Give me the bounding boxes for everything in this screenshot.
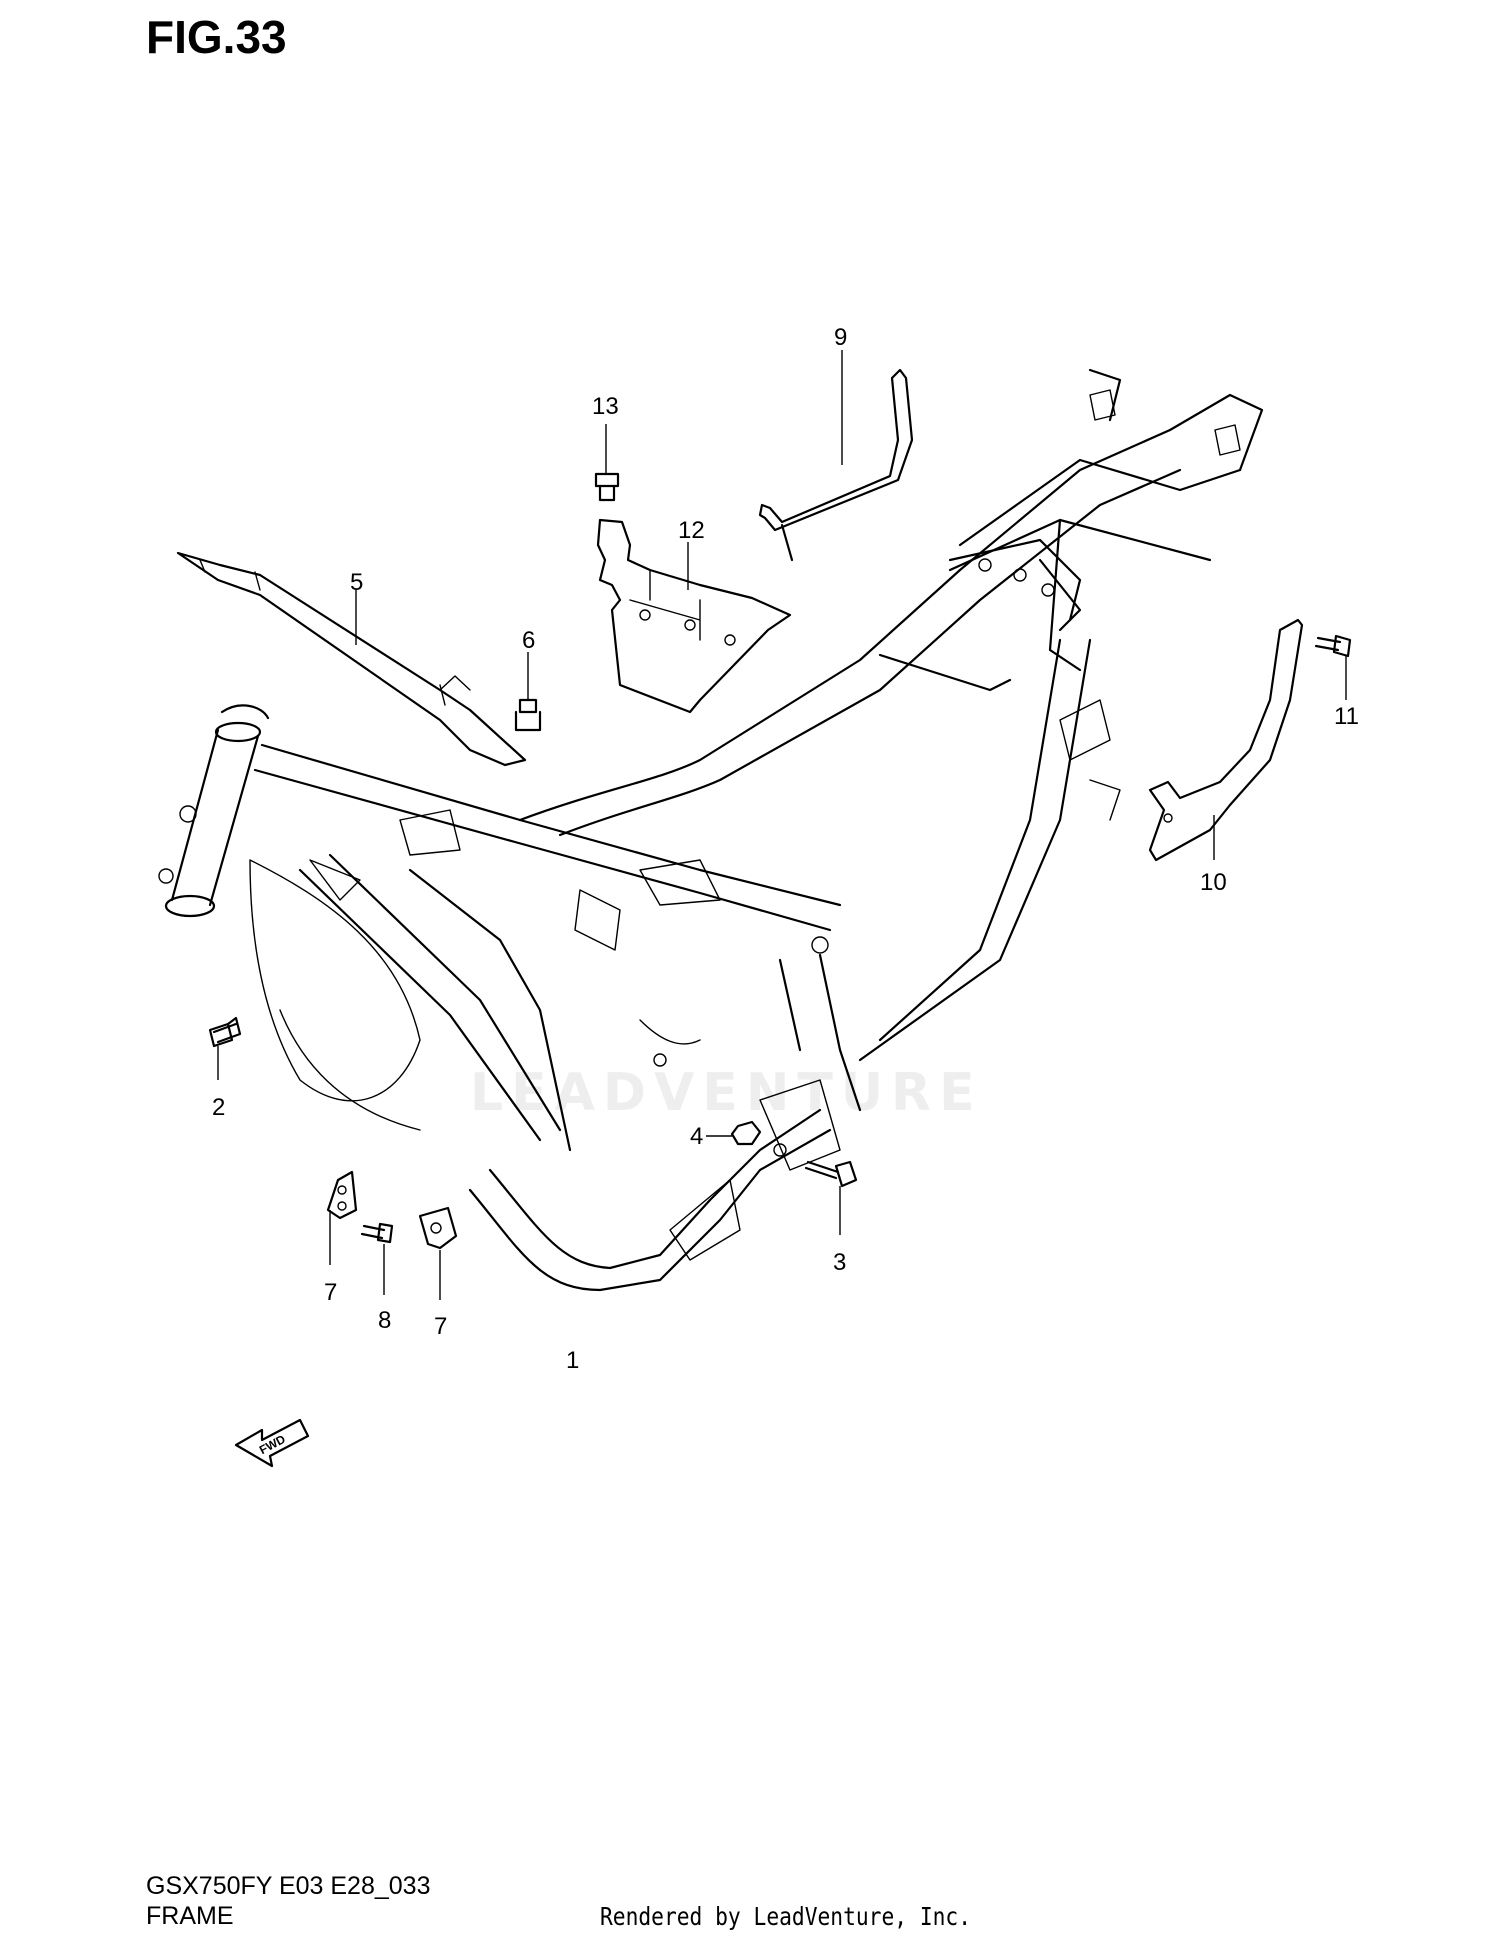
callout-1: 1: [566, 1347, 579, 1374]
part-1-main-frame: [158, 368, 1264, 1292]
part-7-plate-left: [326, 1170, 358, 1265]
fwd-arrow-icon: FWD: [234, 1418, 310, 1468]
callout-6: 6: [522, 627, 535, 654]
watermark: LEADVENTURE: [470, 1063, 983, 1123]
part-6-bolt: [514, 652, 542, 732]
part-8-bolt: [360, 1222, 394, 1295]
model-code: GSX750FY E03 E28_033: [146, 1872, 431, 1900]
part-10-stay: [1148, 618, 1304, 862]
part-5-bracket: [176, 551, 527, 767]
callout-3: 3: [833, 1249, 846, 1276]
callout-2: 2: [212, 1094, 225, 1121]
part-12-bracket: [596, 518, 792, 714]
section-name: FRAME: [146, 1902, 234, 1930]
figure-title: FIG.33: [146, 11, 287, 63]
callout-5: 5: [350, 569, 363, 596]
callout-9: 9: [834, 324, 847, 351]
callout-7-right: 7: [434, 1313, 447, 1340]
part-11-bolt: [1314, 634, 1352, 700]
callout-7-left: 7: [324, 1279, 337, 1306]
callout-12: 12: [678, 517, 705, 544]
part-9-stay: [758, 350, 914, 562]
callout-4: 4: [690, 1123, 703, 1150]
part-3-bolt: [804, 1160, 858, 1235]
callout-11: 11: [1334, 703, 1359, 730]
part-4-nut: [706, 1120, 762, 1146]
part-13-bolt: [594, 424, 620, 502]
callout-13: 13: [592, 393, 619, 420]
callout-8: 8: [378, 1307, 391, 1334]
part-7-plate-right: [418, 1206, 458, 1300]
part-2-bolt: [208, 1016, 242, 1080]
rendered-by-credit: Rendered by LeadVenture, Inc.: [600, 1902, 972, 1931]
callout-10: 10: [1200, 869, 1227, 896]
